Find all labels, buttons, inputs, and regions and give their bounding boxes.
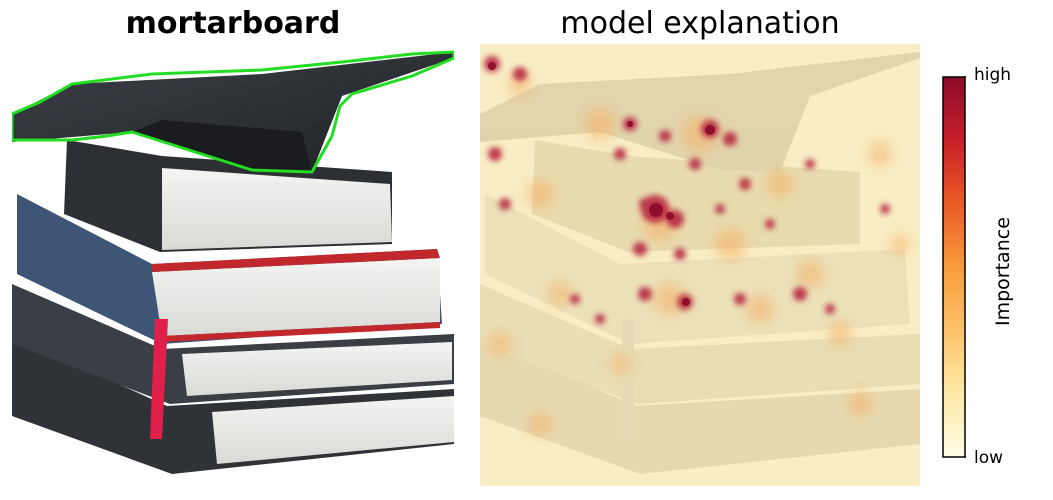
left-panel-title: mortarboard [125,6,341,41]
colorbar-tick-low: low [974,448,1004,468]
input-image [12,44,454,486]
right-panel-title: model explanation [560,6,840,41]
faded-image [480,52,920,474]
explanation-heatmap [480,44,920,486]
segmentation-outline [12,50,454,174]
book-stack [12,52,454,474]
heatmap-peaks [488,62,715,306]
heatmap-hotspots [484,56,890,324]
colorbar [942,76,966,458]
colorbar-label: Importance [992,217,1014,326]
colorbar-tick-high: high [974,65,1012,85]
